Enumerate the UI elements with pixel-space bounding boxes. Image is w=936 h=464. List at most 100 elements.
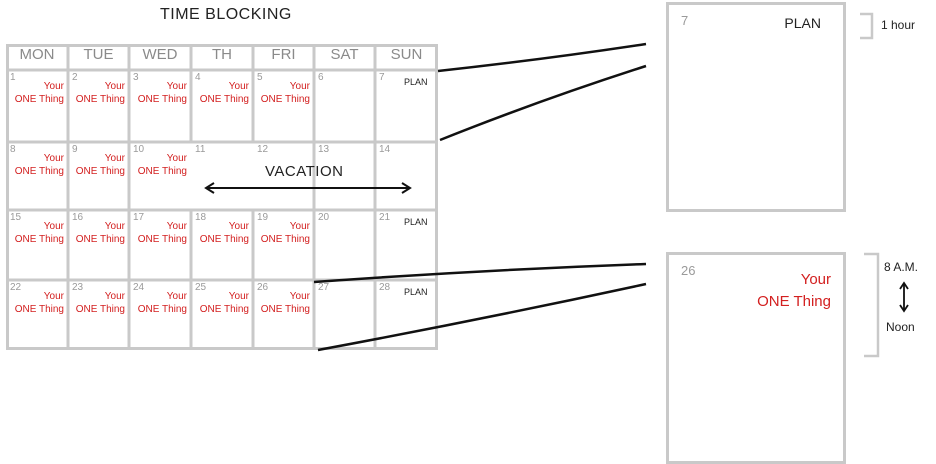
day-number: 5 xyxy=(257,72,263,83)
one-thing-line: Your xyxy=(228,291,249,302)
connector-line xyxy=(437,42,647,73)
one-thing-line: Your xyxy=(104,153,125,164)
start-time-label: 8 A.M. xyxy=(884,260,919,274)
day-header: TH xyxy=(212,46,232,63)
one-thing-line: Your xyxy=(104,221,125,232)
day-header: SAT xyxy=(330,46,359,63)
one-thing-line: ONE Thing xyxy=(75,304,125,315)
vacation-label: VACATION xyxy=(265,163,344,180)
one-thing-line: Your xyxy=(228,221,249,232)
day-number: 17 xyxy=(133,212,145,223)
one-thing-line: Your xyxy=(104,81,125,92)
one-thing-line: ONE Thing xyxy=(260,234,310,245)
one-thing-line: Your xyxy=(166,81,187,92)
day-number: 8 xyxy=(10,144,16,155)
one-thing-line: ONE Thing xyxy=(260,94,310,105)
one-thing-line: Your xyxy=(43,221,64,232)
plan-label: PLAN xyxy=(404,287,428,297)
zoom-one-thing-box: 26 Your ONE Thing xyxy=(666,252,846,464)
plan-label: PLAN xyxy=(404,77,428,87)
one-thing-line: ONE Thing xyxy=(137,304,187,315)
time-arrow-head-bottom xyxy=(899,304,909,313)
day-header: SUN xyxy=(390,46,423,63)
calendar-day-cell: 14 xyxy=(375,142,438,210)
zoom-plan-label: PLAN xyxy=(784,15,821,31)
day-number: 18 xyxy=(195,212,207,223)
one-thing-line: Your xyxy=(289,221,310,232)
day-header: TUE xyxy=(83,46,114,63)
zoom-one-thing-line: ONE Thing xyxy=(757,293,831,310)
day-number: 2 xyxy=(72,72,78,83)
day-number: 12 xyxy=(257,144,269,155)
day-number: 11 xyxy=(195,144,206,155)
one-thing-line: ONE Thing xyxy=(14,234,64,245)
day-number: 27 xyxy=(318,282,330,293)
calendar-day-cell: 20 xyxy=(314,210,375,280)
calendar-day-cell: 12 xyxy=(253,142,314,210)
one-thing-line: ONE Thing xyxy=(199,234,249,245)
one-thing-line: ONE Thing xyxy=(260,304,310,315)
one-thing-line: ONE Thing xyxy=(199,94,249,105)
zoom-plan-day: 7 xyxy=(681,13,689,28)
day-number: 14 xyxy=(379,144,391,155)
day-number: 26 xyxy=(257,282,269,293)
zoom-one-thing-line: Your xyxy=(800,271,831,288)
one-thing-line: Your xyxy=(166,221,187,232)
zoom-plan-box: 7 PLAN xyxy=(666,2,846,212)
one-thing-line: ONE Thing xyxy=(137,166,187,177)
one-thing-line: Your xyxy=(43,81,64,92)
one-thing-line: Your xyxy=(289,81,310,92)
end-time-label: Noon xyxy=(886,320,915,334)
day-number: 23 xyxy=(72,282,84,293)
day-number: 19 xyxy=(257,212,269,223)
day-number: 1 xyxy=(10,72,16,83)
calendar-day-cell: 6 xyxy=(314,70,375,142)
duration-label: 1 hour xyxy=(881,18,916,32)
day-number: 7 xyxy=(379,72,385,83)
one-thing-line: ONE Thing xyxy=(199,304,249,315)
calendar-day-cell: 21 PLAN xyxy=(375,210,438,280)
time-bracket xyxy=(864,252,880,358)
plan-label: PLAN xyxy=(404,217,428,227)
one-thing-line: ONE Thing xyxy=(14,166,64,177)
one-thing-line: Your xyxy=(104,291,125,302)
diagram-title: TIME BLOCKING xyxy=(160,6,292,23)
day-header: FRI xyxy=(271,46,296,63)
one-thing-line: ONE Thing xyxy=(137,234,187,245)
one-thing-line: ONE Thing xyxy=(75,94,125,105)
day-number: 3 xyxy=(133,72,139,83)
connector-line xyxy=(439,64,647,142)
day-number: 13 xyxy=(318,144,330,155)
day-number: 22 xyxy=(10,282,22,293)
calendar-day-cell: 7 PLAN xyxy=(375,70,438,142)
day-number: 21 xyxy=(379,212,391,223)
